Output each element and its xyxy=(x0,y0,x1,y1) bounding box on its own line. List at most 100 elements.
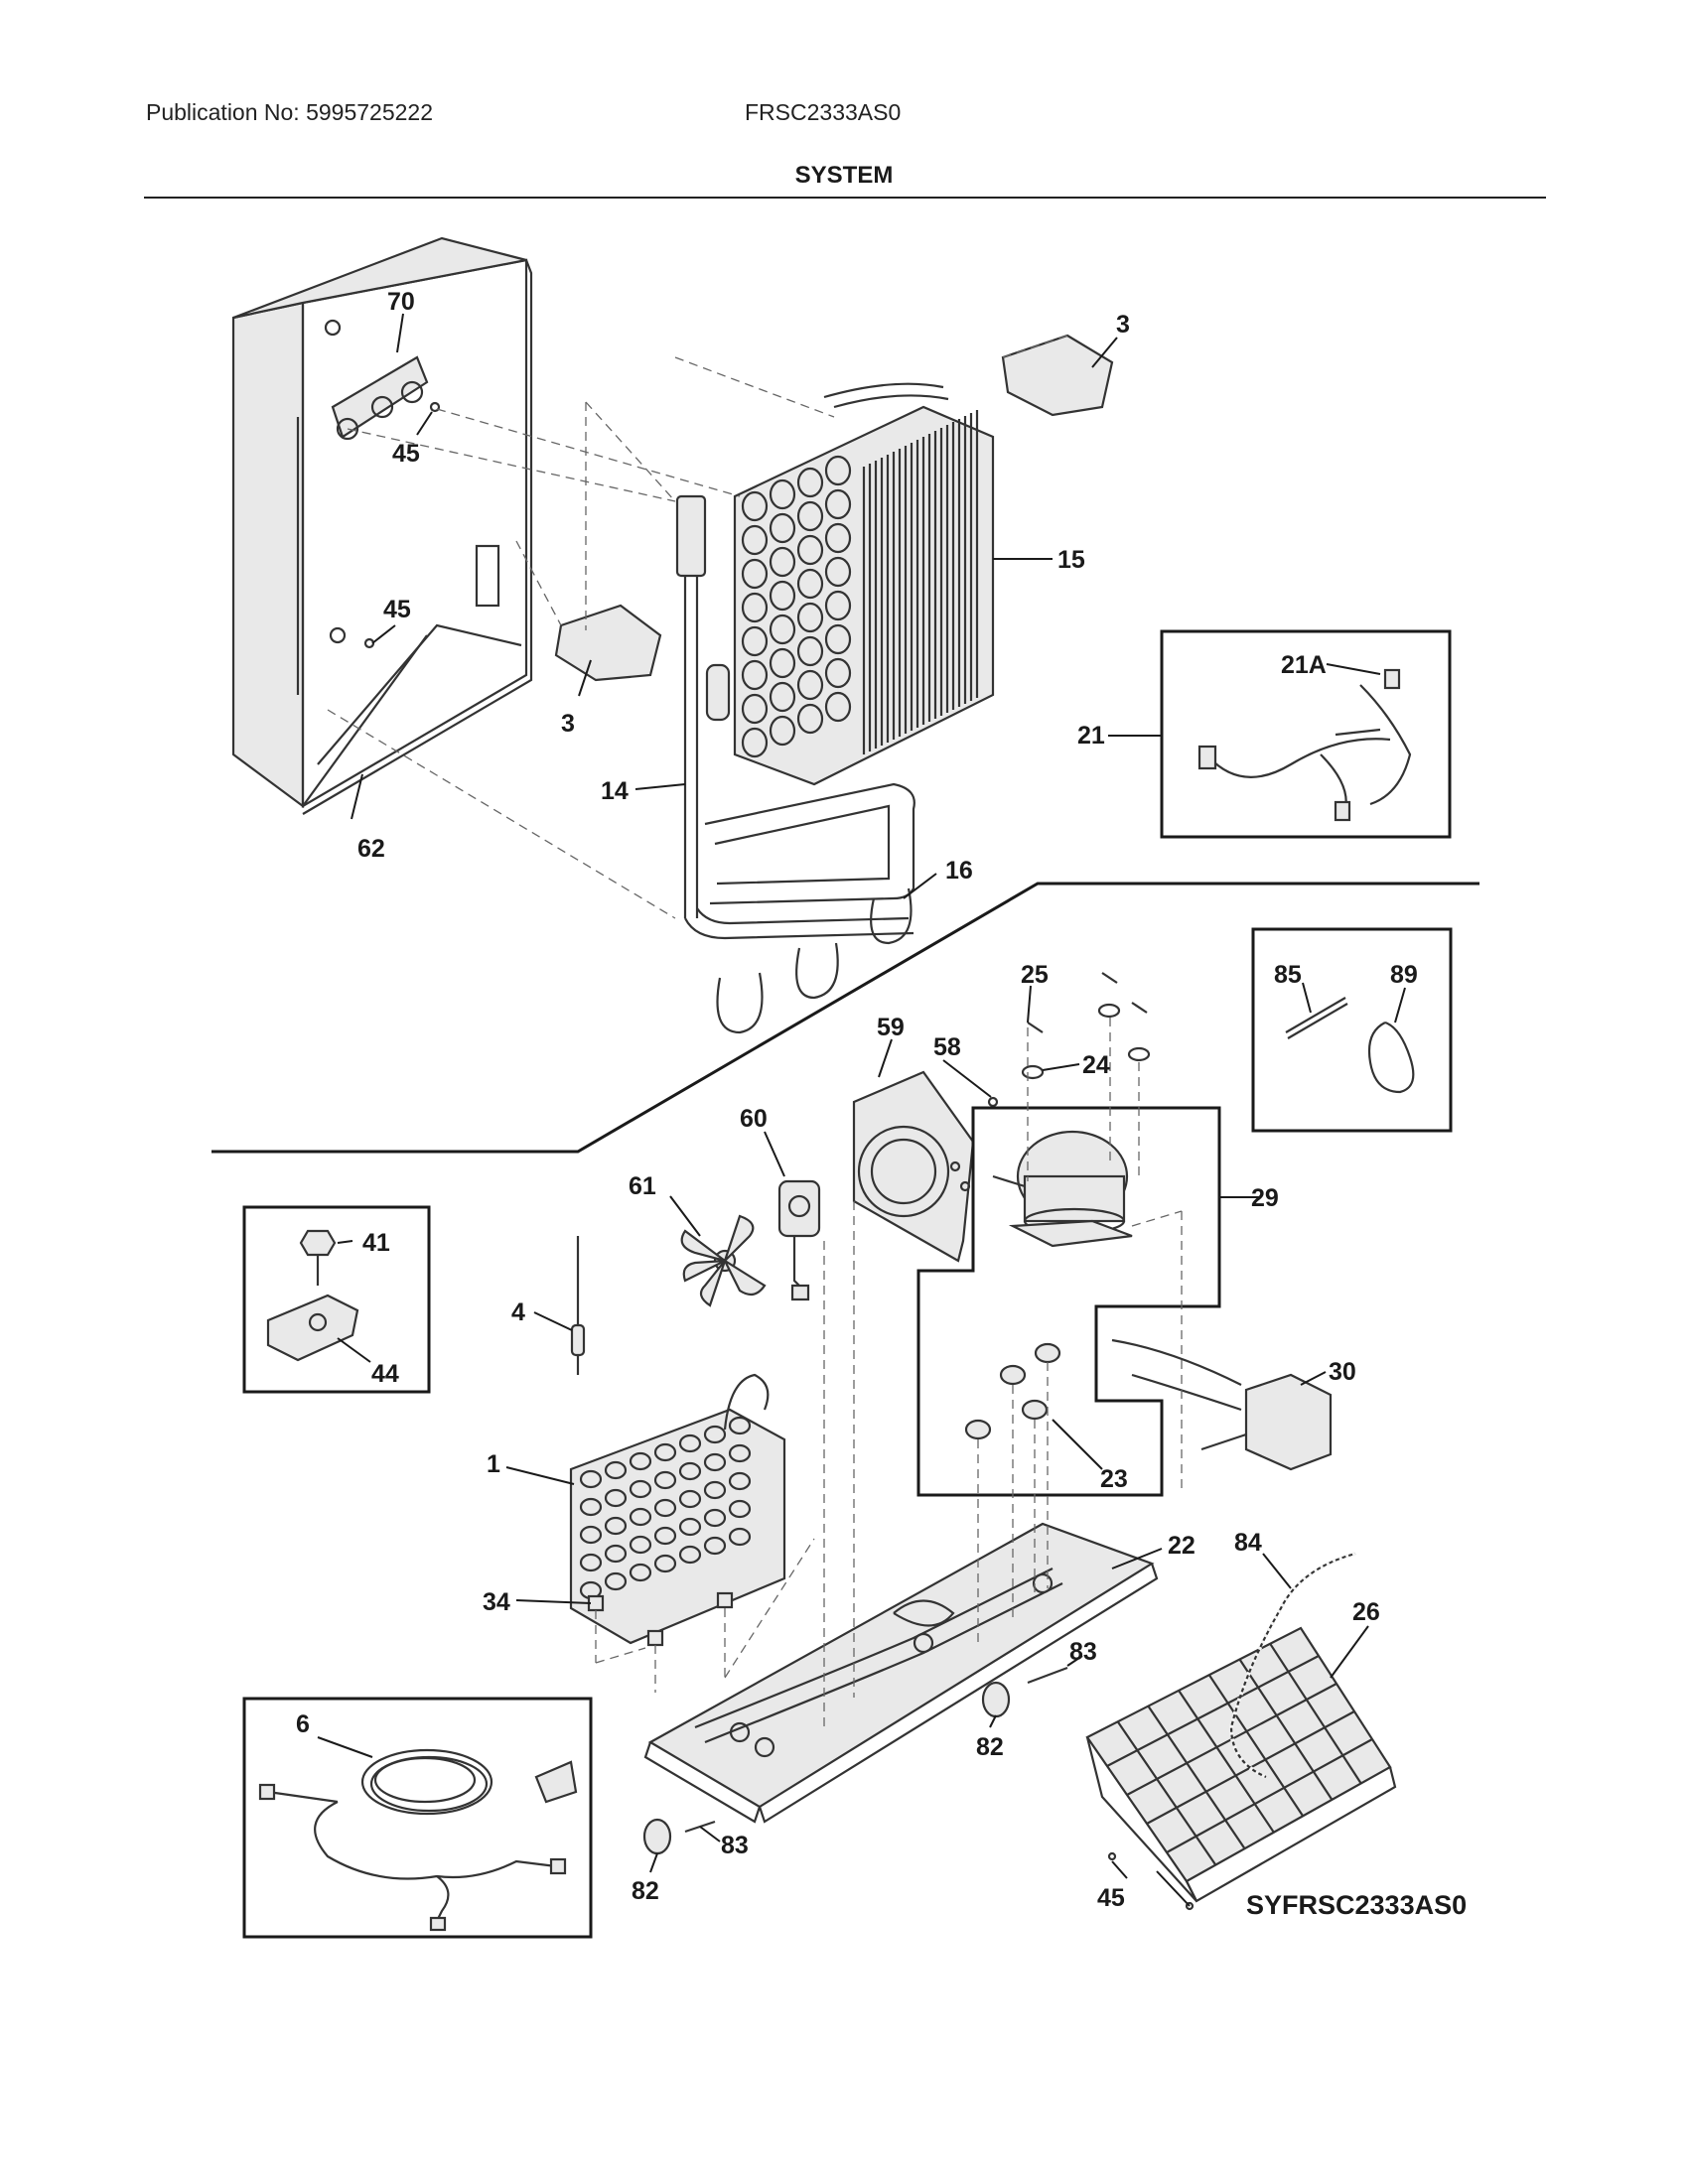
coil-ring xyxy=(728,1471,752,1491)
callout-45: 45 xyxy=(383,596,411,623)
callout-85: 85 xyxy=(1274,961,1302,989)
screw-part xyxy=(363,637,375,649)
coil-ring xyxy=(703,1536,727,1556)
coil-ring xyxy=(824,657,852,689)
coil-ring xyxy=(703,1425,727,1444)
coil-ring xyxy=(629,1507,652,1527)
coil-ring xyxy=(769,614,796,645)
callout-82: 82 xyxy=(632,1877,659,1905)
coil-ring xyxy=(741,693,769,725)
coil-ring xyxy=(604,1571,628,1591)
coil-ring xyxy=(653,1498,677,1518)
coil-ring xyxy=(703,1480,727,1500)
roller-part xyxy=(642,1681,1011,1855)
callout-83: 83 xyxy=(721,1832,749,1859)
pan-grid-line xyxy=(1106,1655,1320,1767)
coil-ring xyxy=(604,1488,628,1508)
callout-21a: 21A xyxy=(1281,651,1327,679)
coil-ring xyxy=(741,592,769,623)
fan-motor-part xyxy=(777,1179,821,1301)
coil-ring xyxy=(796,703,824,735)
pan-grid-line xyxy=(1147,1705,1246,1849)
coil-ring xyxy=(629,1535,652,1555)
coil-ring xyxy=(769,546,796,578)
callout-30: 30 xyxy=(1329,1358,1356,1386)
callout-16: 16 xyxy=(945,857,973,885)
coil-ring xyxy=(796,669,824,701)
drain-pan-part xyxy=(1085,1626,1397,1903)
evaporator-coil-part xyxy=(569,1373,786,1645)
diagram-code: SYFRSC2333AS0 xyxy=(1246,1890,1467,1920)
screw-part xyxy=(299,1229,337,1286)
callout-61: 61 xyxy=(629,1172,656,1200)
coil-ring xyxy=(653,1470,677,1490)
coil-ring xyxy=(741,524,769,556)
callout-58: 58 xyxy=(933,1033,961,1061)
tubing-inset-box xyxy=(1251,927,1453,1133)
callout-29: 29 xyxy=(1251,1184,1279,1212)
coil-ring xyxy=(769,580,796,612)
screw-part xyxy=(1107,1851,1117,1861)
callout-26: 26 xyxy=(1352,1598,1380,1626)
coil-ring xyxy=(741,558,769,590)
coil-ring xyxy=(741,490,769,522)
thermistor-part xyxy=(570,1236,586,1375)
coil-ring xyxy=(796,635,824,667)
harness-inset-box xyxy=(1160,629,1452,839)
callout-83: 83 xyxy=(1069,1638,1097,1666)
callout-21: 21 xyxy=(1077,722,1105,750)
coil-ring xyxy=(796,467,824,498)
pan-grid-line xyxy=(1178,1690,1275,1834)
coil-ring xyxy=(769,715,796,747)
callout-4: 4 xyxy=(511,1298,525,1326)
coil-ring xyxy=(629,1451,652,1471)
compressor-inset-box xyxy=(916,1106,1221,1497)
coil-ring xyxy=(769,681,796,713)
coil-ring xyxy=(824,455,852,486)
callout-15: 15 xyxy=(1057,546,1085,574)
screw-part xyxy=(1185,1901,1195,1911)
callout-70: 70 xyxy=(387,288,415,316)
tube-part xyxy=(1285,997,1346,1033)
callout-1: 1 xyxy=(487,1450,500,1478)
callout-labels: 70 45 45 3 15 3 14 62 16 21 21A 85 89 25… xyxy=(296,288,1418,1912)
callout-6: 6 xyxy=(296,1710,310,1738)
callout-25: 25 xyxy=(1021,961,1049,989)
coil-ring xyxy=(678,1433,702,1453)
condenser-coil-part xyxy=(733,382,995,786)
coil-ring xyxy=(703,1508,727,1528)
coil-ring xyxy=(653,1442,677,1462)
pan-grid-line xyxy=(1116,1720,1217,1866)
screw-part xyxy=(429,401,441,413)
cabinet-housing-part xyxy=(231,236,533,815)
publication-number: Publication No: 5995725222 xyxy=(146,99,434,125)
callout-14: 14 xyxy=(601,777,629,805)
pan-grid-line xyxy=(1238,1658,1334,1801)
bracket-part xyxy=(331,355,429,441)
assembly-guide-lines xyxy=(327,335,1183,1727)
callout-41: 41 xyxy=(362,1229,390,1257)
pan-grid-line xyxy=(1166,1738,1373,1853)
coil-ring xyxy=(741,625,769,657)
coil-ring xyxy=(741,659,769,691)
coil-ring xyxy=(678,1517,702,1537)
coil-ring xyxy=(728,1527,752,1547)
callout-leaders xyxy=(317,313,1406,1907)
callout-3: 3 xyxy=(1116,311,1130,339)
model-number: FRSC2333AS0 xyxy=(745,99,902,125)
coil-ring xyxy=(728,1443,752,1463)
grommet-part xyxy=(964,1342,1061,1440)
coil-ring xyxy=(678,1545,702,1565)
coil-ring xyxy=(824,488,852,520)
pan-grid-line xyxy=(1207,1674,1305,1818)
fan-blade-part xyxy=(680,1214,767,1307)
section-divider xyxy=(211,882,1479,1154)
coil-ring xyxy=(769,512,796,544)
pan-grid-line xyxy=(1269,1643,1362,1785)
callout-84: 84 xyxy=(1234,1529,1262,1557)
coil-ring xyxy=(824,556,852,588)
screw-part xyxy=(949,1096,999,1192)
coil-ring xyxy=(796,602,824,633)
coil-ring xyxy=(796,500,824,532)
